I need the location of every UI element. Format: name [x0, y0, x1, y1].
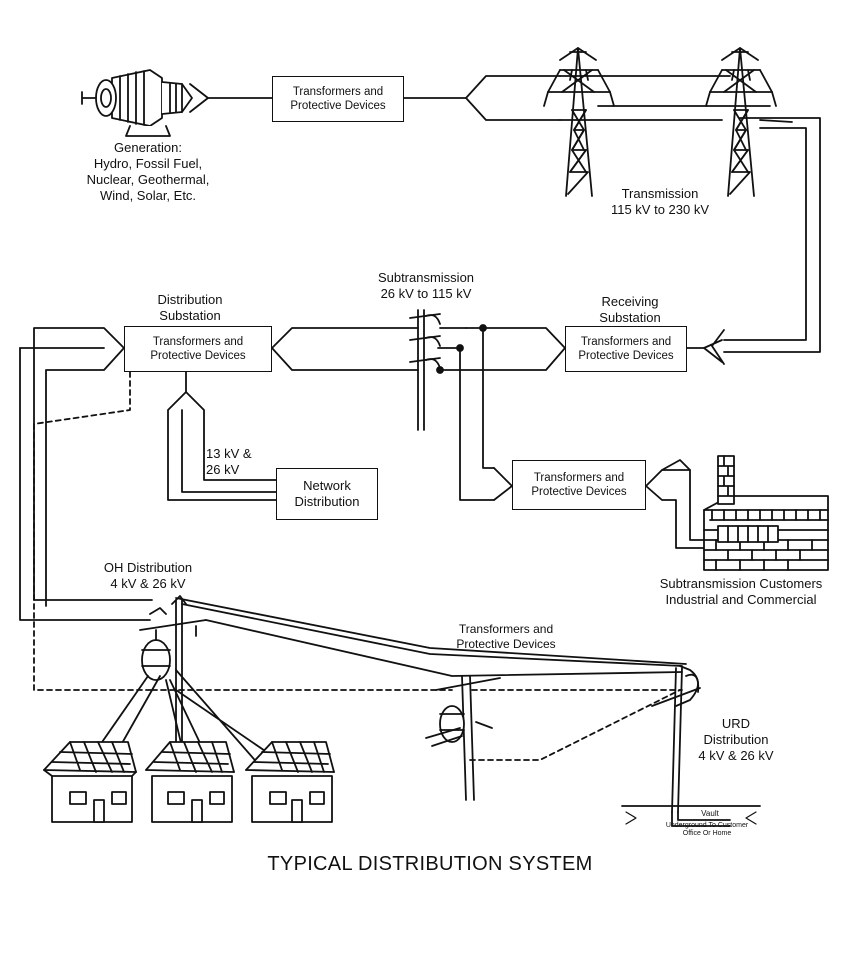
diagram-title: TYPICAL DISTRIBUTION SYSTEM: [267, 853, 593, 875]
label-line: 115 kV to 230 kV: [610, 202, 710, 217]
generation-transformers-box: Transformers and Protective Devices: [272, 76, 404, 122]
box-line: Protective Devices: [150, 350, 246, 362]
label-line: 26 kV to 115 kV: [380, 286, 472, 301]
transmission-tower-icon: [543, 47, 615, 197]
label-line: Receiving: [601, 294, 659, 309]
box-line: Transformers and: [292, 86, 384, 98]
vault-label: Vault: [701, 809, 719, 818]
label-line: Transformers and: [458, 622, 554, 636]
box-line: Transformers and: [152, 336, 244, 348]
generation-label: Generation: Hydro, Fossil Fuel, Nuclear,…: [58, 140, 238, 204]
label-line: Transmission: [621, 186, 699, 201]
generator-icon: [81, 69, 209, 137]
label-line: Generation:: [114, 140, 182, 155]
label-line: Office Or Home: [682, 830, 732, 837]
label-line: Subtransmission Customers: [659, 576, 823, 591]
label-line: Substation: [599, 310, 661, 325]
label-line: 13 kV &: [206, 446, 252, 461]
box-line: Protective Devices: [531, 486, 627, 498]
box-line: Transformers and: [533, 472, 625, 484]
label-line: Distribution: [703, 732, 769, 747]
box-line: Protective Devices: [290, 100, 386, 112]
label-line: 4 kV & 26 kV: [698, 748, 774, 763]
subtransmission-label: Subtransmission 26 kV to 115 kV: [356, 270, 496, 302]
box-line: Protective Devices: [578, 350, 674, 362]
box-line: Distribution: [294, 494, 360, 509]
urd-distribution-label: URD Distribution 4 kV & 26 kV: [686, 716, 786, 764]
house-icon-3: [245, 741, 335, 823]
oh-pole-icon: [139, 595, 207, 761]
label-line: URD: [721, 716, 751, 731]
house-icon-2: [145, 741, 235, 823]
transmission-label: Transmission 115 kV to 230 kV: [590, 186, 730, 218]
underground-label: Underground To Customer Office Or Home: [652, 822, 762, 838]
box-line: Network: [303, 478, 351, 493]
label-line: Underground To Customer: [665, 822, 749, 829]
box-line: Transformers and: [580, 336, 672, 348]
industrial-building-icon: [703, 455, 829, 571]
pole-transformers-label: Transformers and Protective Devices: [436, 622, 576, 652]
transmission-tower-icon-2: [705, 47, 777, 197]
receiving-substation-label: Receiving Substation: [570, 294, 690, 326]
label-line: Nuclear, Geothermal,: [86, 172, 210, 187]
label-line: Wind, Solar, Etc.: [99, 188, 197, 203]
urd-pole-icon: [621, 667, 761, 827]
distribution-substation-box: Transformers and Protective Devices: [124, 326, 272, 372]
label-line: Subtransmission: [377, 270, 475, 285]
distribution-substation-label: Distribution Substation: [130, 292, 250, 324]
network-distribution-box: Network Distribution: [276, 468, 378, 520]
label-line: Substation: [159, 308, 221, 323]
label-line: Distribution: [157, 292, 223, 307]
label-line: OH Distribution: [103, 560, 193, 575]
label-line: Industrial and Commercial: [665, 592, 817, 607]
label-line: 4 kV & 26 kV: [110, 576, 186, 591]
oh-distribution-label: OH Distribution 4 kV & 26 kV: [88, 560, 208, 592]
subtransmission-customers-label: Subtransmission Customers Industrial and…: [636, 576, 846, 608]
house-icon-1: [43, 741, 137, 823]
network-voltage-label: 13 kV & 26 kV: [206, 446, 276, 478]
label-line: 26 kV: [206, 462, 240, 477]
label-line: Hydro, Fossil Fuel,: [93, 156, 203, 171]
distribution-pole-icon: [425, 675, 501, 801]
label-line: Protective Devices: [456, 637, 556, 651]
receiving-substation-box: Transformers and Protective Devices: [565, 326, 687, 372]
customer-transformers-box: Transformers and Protective Devices: [512, 460, 646, 510]
